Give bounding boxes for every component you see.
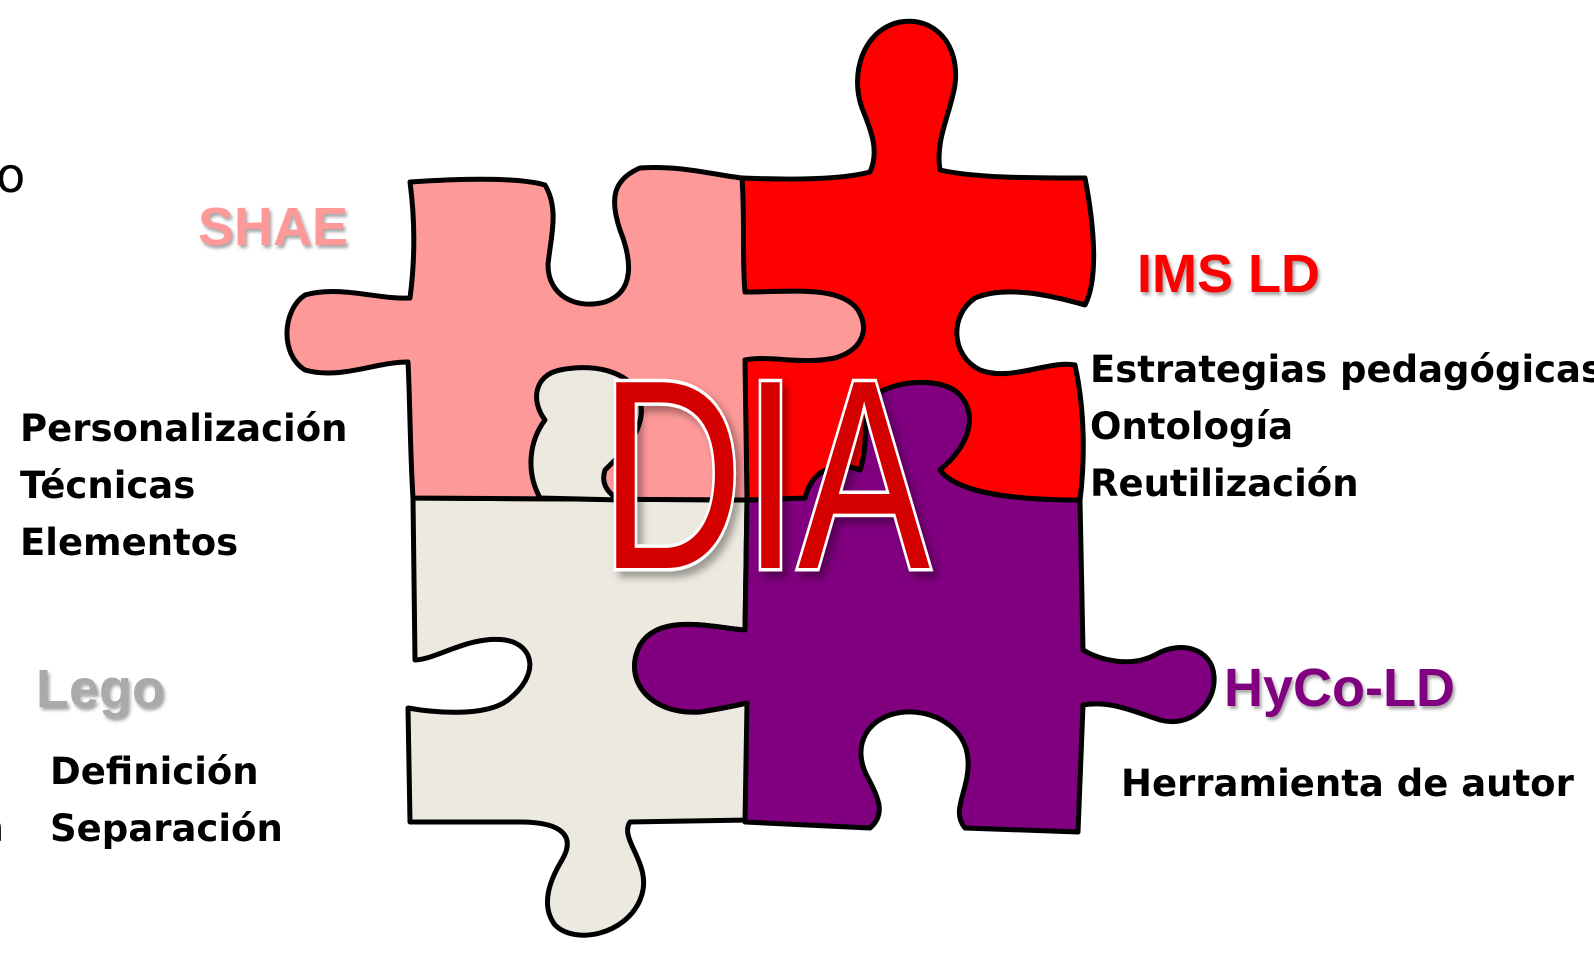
shae-item: Técnicas bbox=[20, 464, 196, 507]
lego-items: Definición Separación bbox=[50, 743, 283, 857]
ims-ld-item: Estrategias pedagógicas bbox=[1090, 348, 1594, 391]
shae-items: Personalización Técnicas Elementos bbox=[20, 400, 347, 571]
lego-item: Definición bbox=[50, 750, 259, 793]
shae-item: Elementos bbox=[20, 521, 239, 564]
ims-ld-item: Reutilización bbox=[1090, 462, 1359, 505]
lego-item: Separación bbox=[50, 807, 283, 850]
hyco-ld-item: Herramienta de autor bbox=[1121, 762, 1574, 805]
hyco-ld-title: HyCo-LD bbox=[1224, 658, 1455, 718]
edge-fragment-bottom: a bbox=[0, 808, 5, 848]
hyco-ld-items: Herramienta de autor bbox=[1121, 755, 1574, 812]
center-title: DIA bbox=[600, 325, 931, 626]
puzzle-piece-ims-ld bbox=[739, 18, 1097, 503]
lego-title: Lego bbox=[36, 659, 165, 719]
shae-title: SHAE bbox=[198, 197, 349, 257]
ims-ld-items: Estrategias pedagógicas Ontología Reutil… bbox=[1090, 341, 1594, 512]
ims-ld-title: IMS LD bbox=[1137, 244, 1320, 304]
puzzle-tab-center bbox=[528, 365, 644, 503]
puzzle-piece-shae bbox=[284, 164, 866, 503]
edge-fragment-top: o bbox=[0, 148, 26, 204]
ims-ld-item: Ontología bbox=[1090, 405, 1294, 448]
shae-item: Personalización bbox=[20, 407, 348, 450]
